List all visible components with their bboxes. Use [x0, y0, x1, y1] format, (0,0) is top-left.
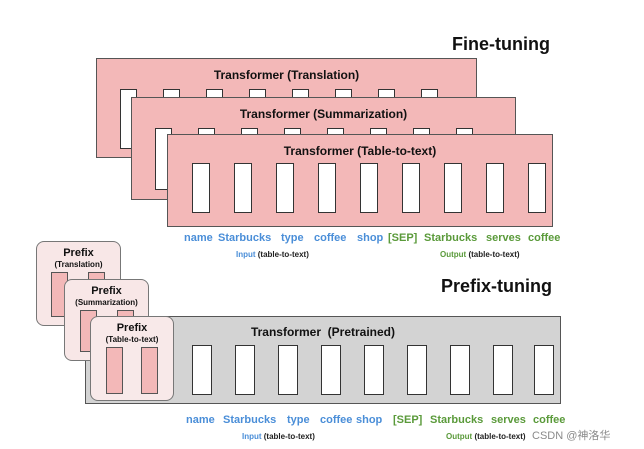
prefix-tuning-title: Prefix-tuning [441, 276, 552, 296]
token-slot [444, 163, 462, 213]
token-slot [493, 345, 513, 395]
output-caption-key: Output [440, 250, 467, 259]
output-caption: Output (table-to-text) [440, 250, 520, 259]
input-token: Starbucks [218, 232, 272, 244]
token-slot [534, 345, 554, 395]
prefix-slot [141, 347, 158, 394]
token-slot [407, 345, 427, 395]
token-slot [528, 163, 546, 213]
transformer-table-to-text-label: Transformer (Table-to-text) [283, 144, 437, 158]
prefix-summarization-sub: (Summarization) [75, 298, 138, 307]
prefix-table-to-text: Prefix (Table-to-text) [90, 316, 174, 401]
input-token: shop [357, 232, 384, 244]
token-slot [234, 163, 252, 213]
transformer-translation-label: Transformer (Translation) [213, 68, 360, 82]
prefix-summarization-label: Prefix [91, 285, 122, 297]
output-token: serves [491, 414, 526, 426]
prefix-translation-label: Prefix [63, 247, 94, 259]
prefix-slot [106, 347, 123, 394]
token-slot [486, 163, 504, 213]
input-token: type [281, 232, 304, 244]
input-token: Starbucks [223, 414, 277, 426]
transformer-pretrained-label: Transformer (Pretrained) [250, 325, 396, 339]
token-slot [192, 345, 212, 395]
input-token: name [186, 414, 215, 426]
input-token: shop [356, 414, 383, 426]
fine-tuning-title: Fine-tuning [452, 34, 550, 54]
input-token: coffee [320, 414, 353, 426]
output-caption-key: Output [446, 432, 473, 441]
output-token: coffee [528, 232, 561, 244]
token-slot [235, 345, 255, 395]
input-token: type [287, 414, 310, 426]
input-caption: Input (table-to-text) [236, 250, 309, 259]
output-caption-rest: (table-to-text) [472, 432, 526, 441]
input-caption-key: Input [242, 432, 262, 441]
input-caption-key: Input [236, 250, 256, 259]
watermark: CSDN @神洛华 [532, 430, 611, 442]
input-token: name [184, 232, 213, 244]
token-slot [276, 163, 294, 213]
output-caption-rest: (table-to-text) [466, 250, 520, 259]
output-caption: Output (table-to-text) [446, 432, 526, 441]
prefix-table-to-text-sub: (Table-to-text) [105, 335, 159, 344]
transformer-table-to-text: Transformer (Table-to-text) [167, 134, 553, 227]
token-slot [364, 345, 384, 395]
input-caption-rest: (table-to-text) [255, 250, 309, 259]
output-token: [SEP] [393, 414, 423, 426]
token-slot [402, 163, 420, 213]
output-token: Starbucks [424, 232, 478, 244]
token-slot [278, 345, 298, 395]
output-token: coffee [533, 414, 566, 426]
output-token: serves [486, 232, 521, 244]
output-token: Starbucks [430, 414, 484, 426]
token-slot [192, 163, 210, 213]
input-token: coffee [314, 232, 347, 244]
token-slot [360, 163, 378, 213]
token-slot [318, 163, 336, 213]
prefix-table-to-text-label: Prefix [116, 322, 148, 334]
input-caption-rest: (table-to-text) [261, 432, 315, 441]
transformer-summarization-label: Transformer (Summarization) [239, 107, 408, 121]
prefix-translation-sub: (Translation) [54, 260, 103, 269]
token-slot [450, 345, 470, 395]
output-token: [SEP] [388, 232, 418, 244]
token-slot [321, 345, 341, 395]
input-caption: Input (table-to-text) [242, 432, 315, 441]
